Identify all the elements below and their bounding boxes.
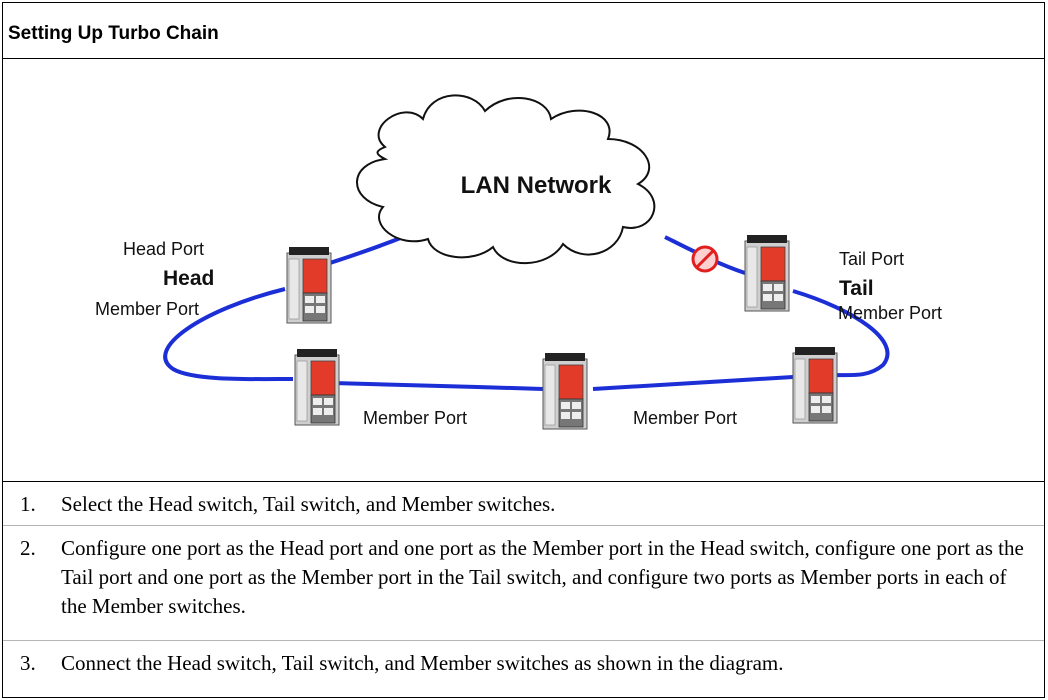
step-1: 1. Select the Head switch, Tail switch, … (3, 482, 1044, 526)
head-label: Head (163, 267, 214, 290)
member-switch-2 (542, 352, 588, 430)
head-port-label: Head Port (123, 239, 204, 259)
step-2: 2. Configure one port as the Head port a… (3, 526, 1044, 641)
steps-list: 1. Select the Head switch, Tail switch, … (3, 482, 1044, 697)
member-switch-3 (792, 346, 838, 424)
diagram-row: LAN Network Head Port Head Member Port T… (3, 59, 1044, 482)
turbo-chain-diagram: LAN Network Head Port Head Member Port T… (95, 94, 942, 430)
head-member-loop-link (163, 287, 294, 382)
step-number: 1. (20, 492, 36, 516)
bottom-member-port-right: Member Port (633, 408, 737, 428)
head-member-port-label: Member Port (95, 299, 199, 319)
tail-label: Tail (839, 277, 874, 300)
step-text: Select the Head switch, Tail switch, and… (61, 492, 556, 516)
title-row: Setting Up Turbo Chain (3, 3, 1044, 59)
tail-member-loop-link (792, 289, 890, 378)
cloud-label: LAN Network (461, 172, 612, 199)
lan-cloud (356, 94, 656, 265)
head-switch (286, 246, 332, 324)
bottom-chain-link (332, 375, 794, 391)
tail-member-port-label: Member Port (838, 303, 942, 323)
bottom-member-port-left: Member Port (363, 408, 467, 428)
step-text: Connect the Head switch, Tail switch, an… (61, 651, 784, 675)
section-title: Setting Up Turbo Chain (8, 23, 219, 44)
step-3: 3. Connect the Head switch, Tail switch,… (3, 641, 1044, 699)
member-switch-1 (294, 348, 340, 426)
step-text: Configure one port as the Head port and … (61, 536, 1024, 618)
step-number: 2. (20, 536, 36, 560)
step-number: 3. (20, 651, 36, 675)
tail-port-label: Tail Port (839, 249, 904, 269)
blocked-port-icon (691, 245, 719, 273)
tail-switch (744, 234, 790, 312)
